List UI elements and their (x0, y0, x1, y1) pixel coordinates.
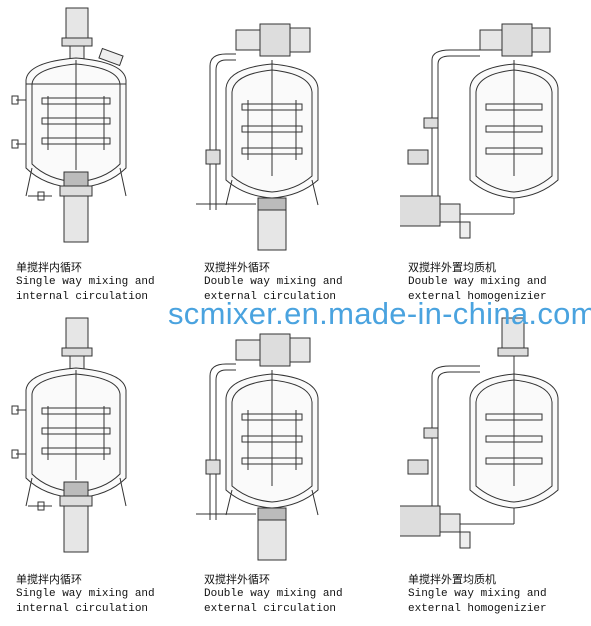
caption: 双搅拌外置均质机 Double way mixing and external … (408, 260, 547, 305)
tank-drawing (196, 333, 319, 561)
diagram-double-homogenizer-1: 双搅拌外置均质机 Double way mixing and external … (400, 0, 590, 303)
diagram-double-external-1: 双搅拌外循环 Double way mixing and external ci… (196, 0, 386, 303)
caption-english-line1: Single way mixing and (408, 588, 547, 600)
caption-chinese: 单搅拌内循环 (16, 261, 82, 274)
watermark-text: scmixer.en.made-in-china.com (168, 296, 591, 331)
caption-english-line1: Single way mixing and (16, 276, 155, 288)
caption-english-line2: external homogenizier (408, 291, 547, 303)
caption-chinese: 单搅拌内循环 (16, 573, 82, 586)
tank-drawing (400, 317, 559, 549)
caption-english-line1: Single way mixing and (16, 588, 155, 600)
caption-english-line2: internal circulation (16, 603, 149, 615)
caption-chinese: 单搅拌外置均质机 (408, 573, 496, 586)
tank-drawing (196, 23, 319, 251)
caption-chinese: 双搅拌外循环 (204, 573, 270, 586)
diagram-single-internal-2: 单搅拌内循环 Single way mixing and internal ci… (8, 310, 198, 615)
caption-english-line2: external circulation (204, 291, 337, 303)
caption-english-line1: Double way mixing and (408, 276, 547, 288)
caption-english-line2: external circulation (204, 603, 337, 615)
caption-english-line1: Double way mixing and (204, 276, 343, 288)
caption: 单搅拌外置均质机 Single way mixing and external … (408, 572, 547, 617)
caption: 双搅拌外循环 Double way mixing and external ci… (204, 572, 343, 617)
tank-drawing (11, 7, 127, 243)
diagram-double-external-2: 双搅拌外循环 Double way mixing and external ci… (196, 310, 386, 615)
caption: 单搅拌内循环 Single way mixing and internal ci… (16, 572, 155, 617)
caption-english-line2: internal circulation (16, 291, 149, 303)
caption: 双搅拌外循环 Double way mixing and external ci… (204, 260, 343, 305)
caption-english-line1: Double way mixing and (204, 588, 343, 600)
tank-drawing (11, 317, 127, 553)
diagram-single-homogenizer-2: 单搅拌外置均质机 Single way mixing and external … (400, 310, 590, 615)
caption-english-line2: external homogenizier (408, 603, 547, 615)
diagram-single-internal-1: 单搅拌内循环 Single way mixing and internal ci… (8, 0, 198, 303)
caption-chinese: 双搅拌外循环 (204, 261, 270, 274)
tank-drawing (400, 23, 559, 239)
caption: 单搅拌内循环 Single way mixing and internal ci… (16, 260, 155, 305)
caption-chinese: 双搅拌外置均质机 (408, 261, 496, 274)
